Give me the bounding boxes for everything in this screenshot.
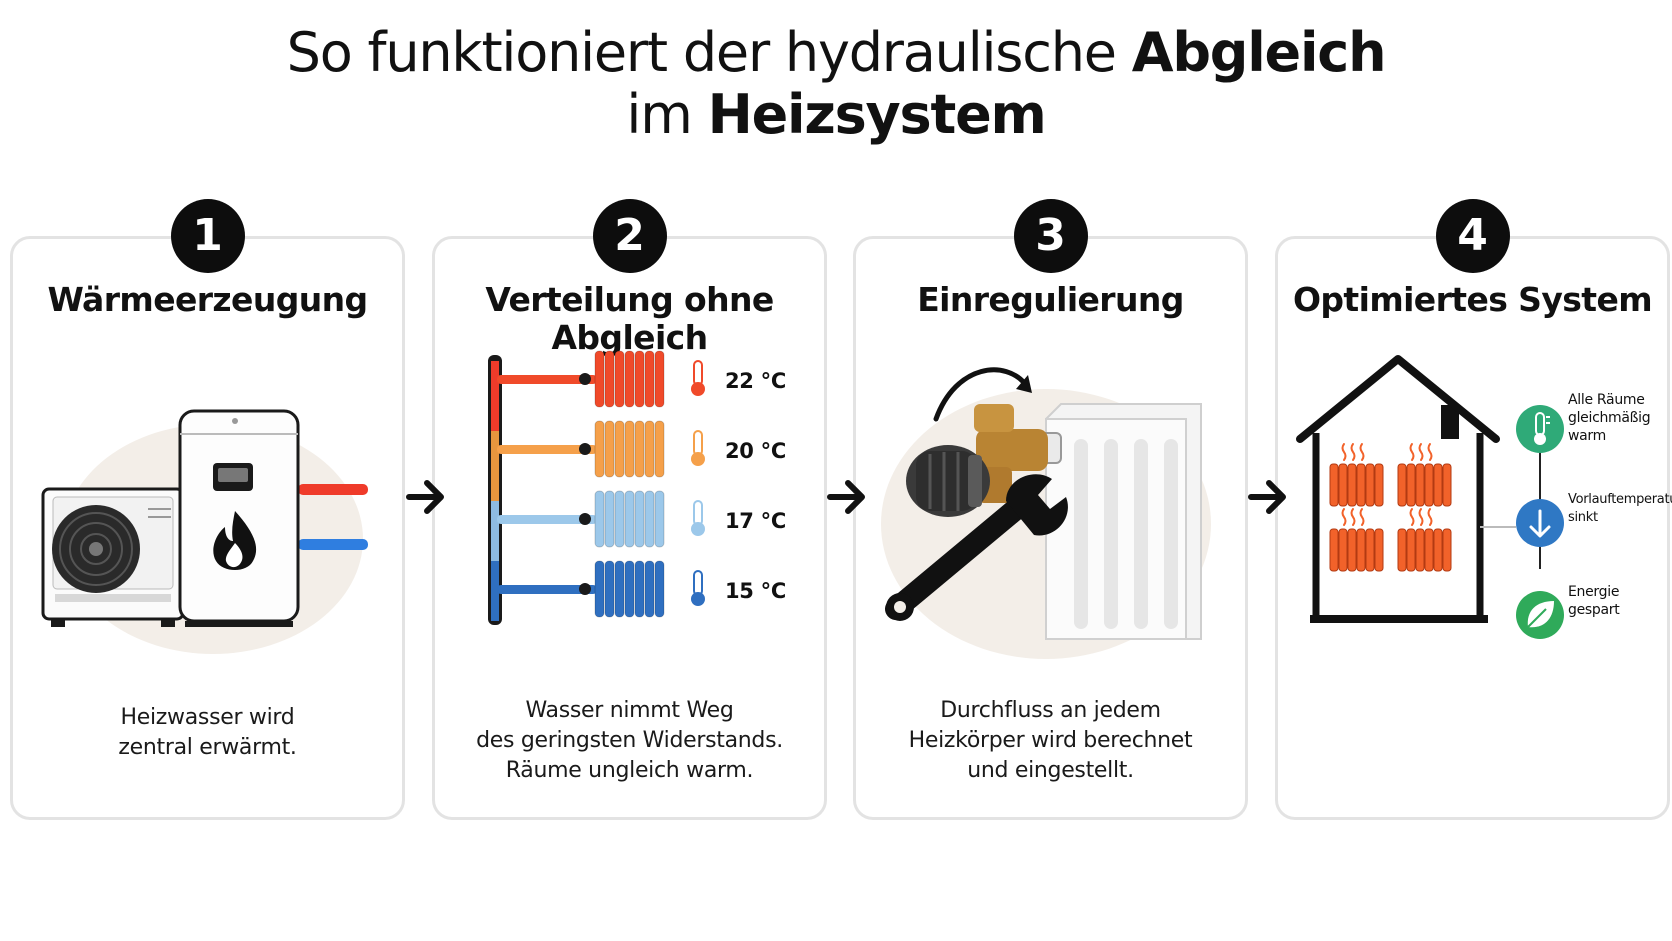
step-number-badge: 1	[170, 199, 245, 273]
status-label: Vorlauftemperatur sinkt	[1568, 492, 1672, 525]
thermometer-icon	[1516, 405, 1564, 453]
distribution-illustration	[488, 350, 705, 625]
radiator-icon	[1045, 403, 1202, 640]
radiator-row	[497, 350, 705, 408]
step-title: Optimiertes System	[1292, 280, 1653, 319]
valve-adjustment-illustration	[881, 367, 1211, 659]
step-card-3: 3 Einregulierung	[853, 199, 1248, 820]
temperature-label: 22 °C	[725, 369, 786, 393]
radiator-icon	[594, 560, 665, 618]
title-line-1: So funktioniert der hydraulische Abgleic…	[286, 21, 1387, 84]
temperature-label: 17 °C	[725, 509, 786, 533]
temperature-label: 15 °C	[725, 579, 786, 603]
radiator-row	[497, 560, 705, 618]
thermostat-valve-icon	[906, 404, 1062, 517]
next-step-arrow-icon	[406, 480, 444, 514]
thermometer-icon	[691, 500, 705, 536]
title-line-2: im Heizsystem	[626, 83, 1046, 146]
heater-icon	[1329, 508, 1384, 572]
thermometer-icon	[691, 430, 705, 466]
step-title: Wärmeerzeugung	[47, 280, 368, 319]
heat-generator-illustration	[41, 409, 368, 654]
next-step-arrow-icon	[827, 480, 865, 514]
step-title: Einregulierung	[917, 280, 1184, 319]
arrow-down-icon	[1516, 499, 1564, 547]
rotate-arrow-icon	[933, 367, 1029, 422]
step-description: Durchfluss an jedem Heizkörper wird bere…	[908, 698, 1193, 783]
wrench-icon	[885, 474, 1068, 621]
status-label: Alle Räume gleichmäßig warm	[1568, 392, 1651, 444]
step-description: Heizwasser wird zentral erwärmt.	[118, 705, 297, 760]
step-number-badge: 2	[592, 199, 667, 273]
cold-pipe	[298, 539, 368, 550]
status-label: Energie gespart	[1568, 584, 1620, 618]
heater-icon	[1397, 443, 1452, 507]
next-step-arrow-icon	[1248, 480, 1286, 514]
radiator-row	[497, 490, 705, 548]
thermometer-icon	[691, 360, 705, 396]
step-title: Verteilung ohne Abgleich	[485, 280, 774, 357]
step-card-4: 4 Optimiertes System	[1275, 199, 1672, 820]
boiler-unit	[178, 409, 300, 627]
optimized-house-illustration	[1296, 355, 1564, 639]
radiator-icon	[594, 490, 665, 548]
step-card-1: 1 Wärmeerzeugung	[10, 199, 405, 820]
radiator-icon	[594, 350, 665, 408]
leaf-icon	[1516, 591, 1564, 639]
heater-icon	[1397, 508, 1452, 572]
thermometer-icon	[691, 570, 705, 606]
step-description: Wasser nimmt Weg des geringsten Widersta…	[476, 698, 783, 783]
page-title: So funktioniert der hydraulische Abgleic…	[0, 22, 1672, 146]
heat-pump-unit	[41, 487, 185, 627]
radiator-row	[497, 420, 705, 478]
step-number-badge: 4	[1435, 199, 1510, 273]
temperature-label: 20 °C	[725, 439, 786, 463]
step-number-badge: 3	[1013, 199, 1088, 273]
heater-icon	[1329, 443, 1384, 507]
step-card-2: 2 Verteilung ohne Abgleich 22 °C 20 °C 1…	[432, 199, 827, 820]
radiator-icon	[594, 420, 665, 478]
hot-pipe	[298, 484, 368, 495]
